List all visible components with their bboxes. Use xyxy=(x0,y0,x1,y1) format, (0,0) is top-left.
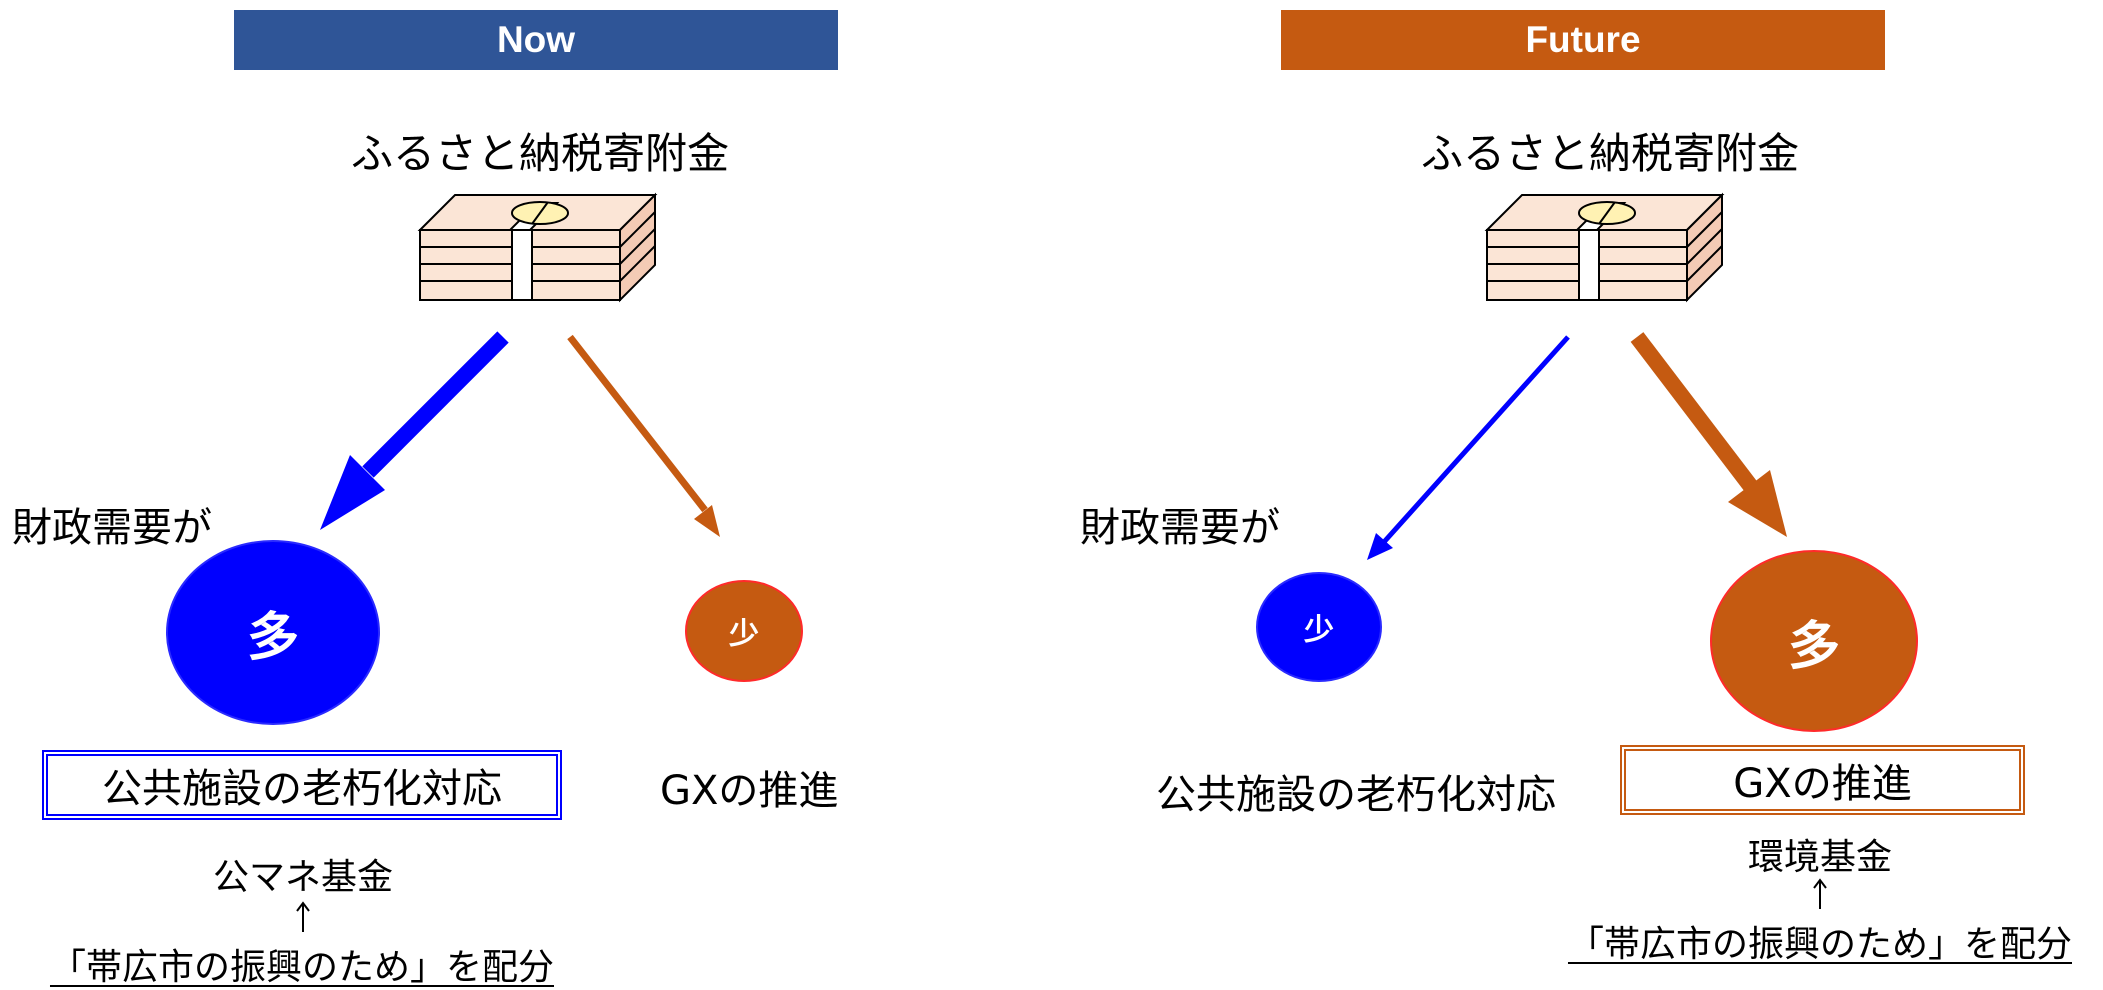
now-source-label: ふるさと納税寄附金 xyxy=(350,129,729,178)
now-fund-label: 公マネ基金 xyxy=(212,857,393,898)
future-orange-circle: 多 xyxy=(1710,550,1918,732)
future-money-stack-icon xyxy=(1486,194,1723,301)
future-blue-circle: 少 xyxy=(1256,572,1382,682)
future-blue-circle-text: 少 xyxy=(1304,613,1334,648)
now-money-stack-icon xyxy=(419,194,656,301)
now-allocation-label: 「帯広市の振興のため」を配分 xyxy=(49,947,554,988)
now-thin-orange-arrow xyxy=(567,334,720,537)
future-target-orange-text: GXの推進 xyxy=(1733,761,1912,807)
future-target-orange-box: GXの推進 xyxy=(1620,745,2025,815)
now-target-blue-box: 公共施設の老朽化対応 xyxy=(42,750,562,820)
now-up-arrow-icon xyxy=(296,901,310,932)
now-banner: Now xyxy=(234,10,838,70)
now-orange-circle-text: 少 xyxy=(729,617,759,652)
future-up-arrow-icon xyxy=(1813,878,1827,909)
future-orange-circle-text: 多 xyxy=(1787,616,1840,677)
now-blue-circle-text: 多 xyxy=(246,608,299,668)
now-demand-label: 財政需要が xyxy=(12,505,212,551)
now-orange-circle: 少 xyxy=(685,580,803,682)
now-target-blue-text: 公共施設の老朽化対応 xyxy=(102,766,502,812)
future-fund-label: 環境基金 xyxy=(1747,837,1892,878)
future-target-blue-text: 公共施設の老朽化対応 xyxy=(1156,772,1556,818)
now-target-orange-text: GXの推進 xyxy=(660,768,839,814)
now-blue-circle: 多 xyxy=(166,540,380,725)
future-banner: Future xyxy=(1281,10,1885,70)
future-demand-label: 財政需要が xyxy=(1080,505,1280,551)
now-thick-blue-arrow xyxy=(320,331,509,530)
future-thick-orange-arrow xyxy=(1630,332,1787,537)
future-thin-blue-arrow xyxy=(1367,335,1570,560)
future-source-label: ふるさと納税寄附金 xyxy=(1420,129,1799,178)
future-allocation-label: 「帯広市の振興のため」を配分 xyxy=(1567,924,2072,965)
